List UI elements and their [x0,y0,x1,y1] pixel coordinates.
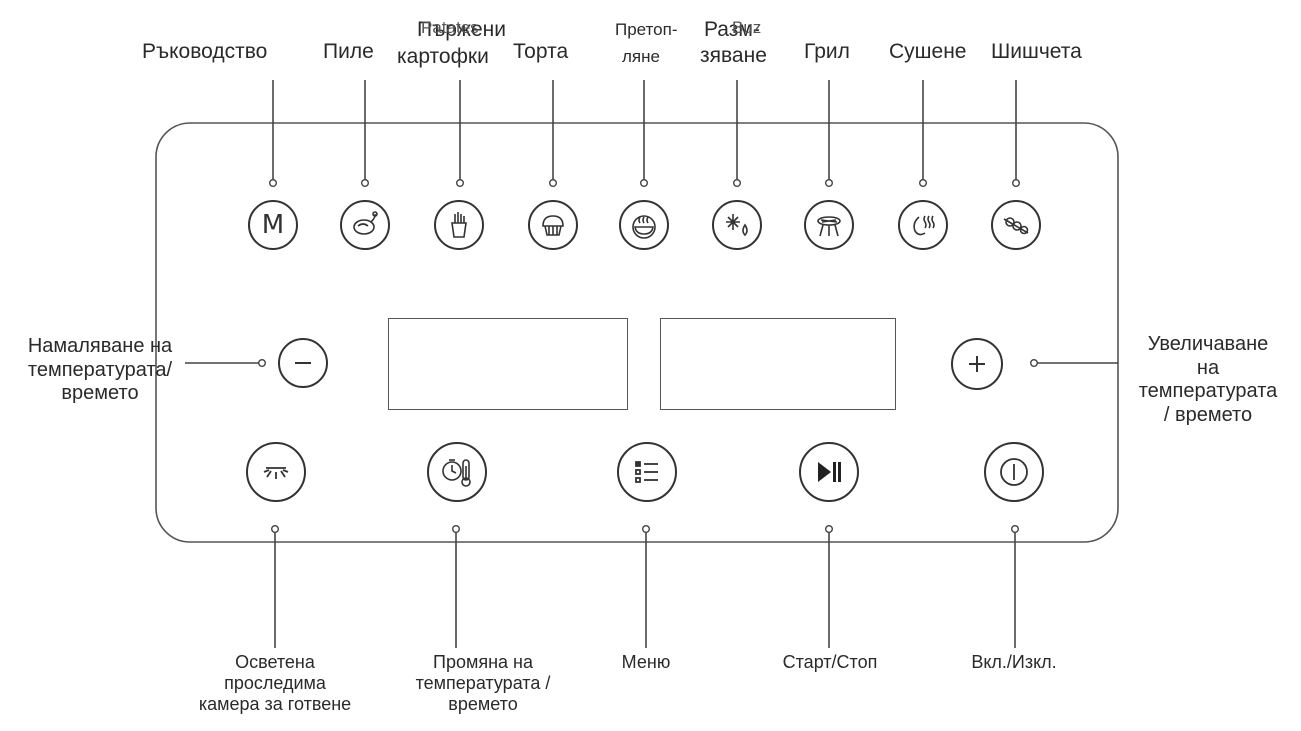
grill-button[interactable] [804,200,854,250]
start-stop-button[interactable] [799,442,859,502]
control-panel-outline [155,122,1119,543]
label-increase-line1: Увеличаване [1147,333,1269,355]
power-icon [1000,458,1028,486]
reheat-icon [632,215,656,239]
dehydrate-icon [913,215,935,236]
label-light: Осветена проследима камера за готвене [199,652,351,716]
temp-time-button[interactable] [427,442,487,502]
play-pause-icon [818,462,841,482]
label-defrost-line1: Разм- [704,18,760,41]
light-icon [263,467,289,479]
label-grill: Грил [804,40,850,63]
label-defrost-line2: зяване [700,44,767,67]
label-fries-overlap: Patates [421,18,479,37]
label-fries-line1: Пържени [417,18,506,41]
reheat-button[interactable] [619,200,669,250]
manual-icon: M [261,210,285,240]
skewer-icon [1003,217,1029,235]
label-reheat-line1: Претоп- [615,20,678,39]
cake-icon [542,215,564,236]
label-temp-time-line1: Промяна на [433,652,533,672]
label-decrease: Намаляване на температурата/ времето [28,335,172,406]
dry-button[interactable] [898,200,948,250]
label-manual: Ръководство [142,40,268,63]
label-decrease-line1: Намаляване на [27,335,173,357]
thermometer-clock-icon [442,459,471,487]
label-increase: Увеличаване на температурата / времето [1139,333,1278,427]
label-temp-time-line3: времето [448,694,518,715]
cake-button[interactable] [528,200,578,250]
label-temp-time-line2: температурата / [415,673,551,694]
manual-button[interactable]: M [248,200,298,250]
leader-lines [185,80,1118,648]
skewers-button[interactable] [991,200,1041,250]
power-button[interactable] [984,442,1044,502]
label-temp-time: Промяна на температурата / времето [416,652,551,716]
grill-icon [817,216,841,237]
snowflake-icon [726,214,748,237]
defrost-button[interactable] [712,200,762,250]
decrease-button[interactable] [278,338,328,388]
label-defrost-overlap: Buz [732,18,762,37]
fries-icon [451,212,467,238]
leader-dots [258,178,1038,534]
minus-icon [295,362,311,364]
chicken-button[interactable] [340,200,390,250]
light-button[interactable] [246,442,306,502]
label-menu: Меню [621,652,671,672]
label-start-stop: Старт/Стоп [782,652,878,672]
label-skewers: Шишчета [991,40,1082,63]
label-decrease-line3: времето [61,382,139,405]
label-light-line2: проследима [224,673,326,694]
label-dry: Сушене [889,40,967,63]
label-power: Вкл./Изкл. [971,652,1057,672]
label-fries-line2: картофки [397,45,489,68]
list-icon [635,461,658,483]
label-light-line1: Осветена [235,652,315,672]
chicken-icon [353,211,378,235]
label-increase-line4: / времето [1163,403,1253,426]
label-chicken: Пиле [323,40,374,63]
fries-button[interactable] [434,200,484,250]
label-increase-line3: температурата [1138,380,1278,403]
plus-icon [969,356,985,372]
label-cake: Торта [513,40,569,63]
label-light-line3: камера за готвене [198,694,352,715]
label-reheat-line2: ляне [622,47,660,66]
increase-button[interactable] [951,338,1003,390]
time-display [660,318,896,410]
label-decrease-line2: температурата/ [27,358,173,381]
menu-button[interactable] [617,442,677,502]
label-increase-line2: на [1196,356,1220,379]
temperature-display [388,318,628,410]
